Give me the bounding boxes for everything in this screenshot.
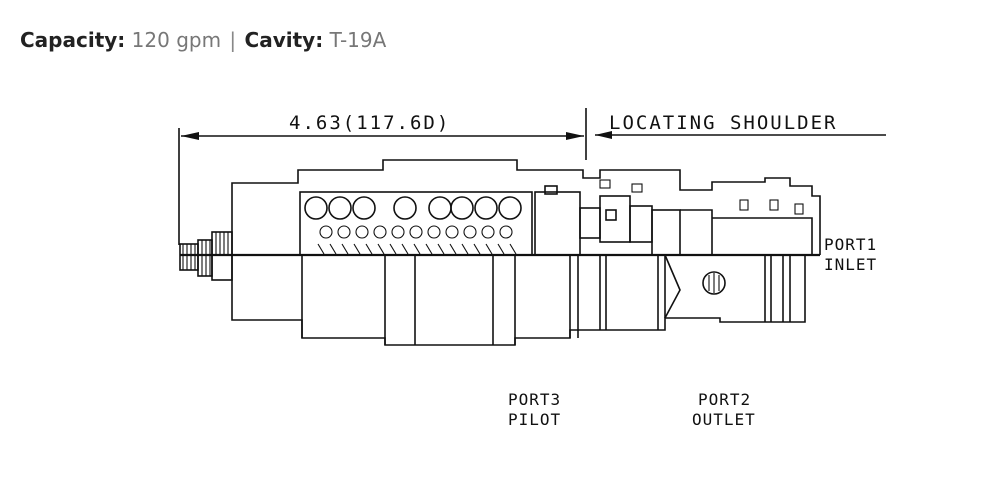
capacity-value: 120 gpm bbox=[131, 28, 222, 52]
dimension-text: 4.63(117.6D) bbox=[289, 112, 450, 134]
cavity-value: T-19A bbox=[329, 28, 387, 52]
port3-label: PORT3 bbox=[508, 390, 561, 409]
cavity-label: Cavity: bbox=[244, 28, 324, 52]
port3-pilot-label: PILOT bbox=[508, 410, 561, 429]
spring-chamber bbox=[299, 191, 533, 256]
outlet-port-hole bbox=[702, 271, 726, 295]
port1-label: PORT1 bbox=[824, 235, 877, 254]
port2-label: PORT2 bbox=[698, 390, 751, 409]
valve-internals bbox=[534, 179, 813, 256]
spec-line: Capacity: 120 gpm | Cavity: T-19A bbox=[20, 28, 386, 52]
port1-inlet-label: INLET bbox=[824, 255, 877, 274]
capacity-label: Capacity: bbox=[20, 28, 126, 52]
lower-sections bbox=[301, 254, 791, 345]
spec-separator: | bbox=[229, 28, 237, 52]
port2-outlet-label: OUTLET bbox=[692, 410, 756, 429]
dimension-line bbox=[178, 108, 886, 245]
locating-shoulder-text: LOCATING SHOULDER bbox=[609, 112, 837, 134]
lower-body bbox=[231, 255, 806, 346]
upper-housing bbox=[231, 159, 821, 255]
